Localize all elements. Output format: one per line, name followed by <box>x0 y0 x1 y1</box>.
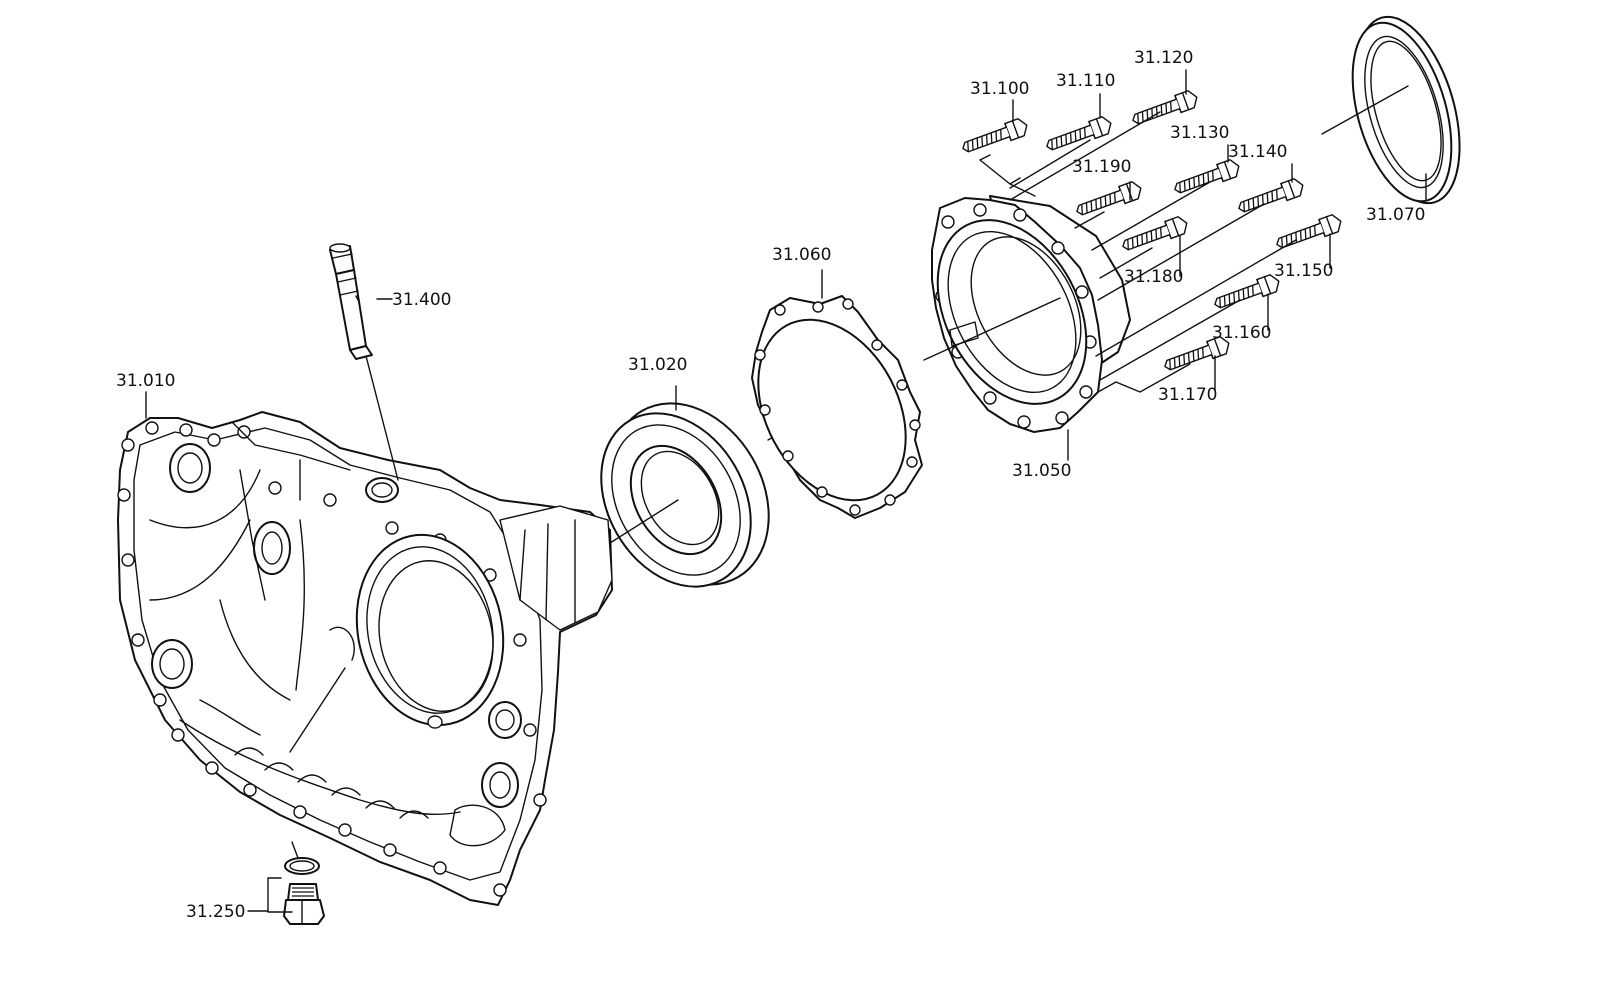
bearing-part <box>600 385 821 588</box>
housing-part <box>117 391 613 906</box>
sensor-shaft-part <box>329 243 399 481</box>
gasket-part <box>751 269 923 519</box>
label-31-250: 31.250 <box>186 902 245 922</box>
drain-plug-part <box>247 841 325 925</box>
label-31-190: 31.190 <box>1072 157 1131 177</box>
label-31-170: 31.170 <box>1158 385 1217 405</box>
label-31-100: 31.100 <box>970 79 1029 99</box>
bolt-31-110 <box>1043 114 1115 156</box>
label-31-060: 31.060 <box>772 245 831 265</box>
bolt-31-100 <box>959 116 1031 158</box>
label-31-010: 31.010 <box>116 371 175 391</box>
bolt-leaders <box>979 69 1331 393</box>
label-31-400: 31.400 <box>392 290 451 310</box>
label-31-180: 31.180 <box>1124 267 1183 287</box>
cover-part <box>923 195 1131 461</box>
label-31-110: 31.110 <box>1056 71 1115 91</box>
label-31-160: 31.160 <box>1212 323 1271 343</box>
label-31-140: 31.140 <box>1228 142 1287 162</box>
seal-ring-part <box>1321 15 1461 205</box>
bolt-31-140 <box>1235 176 1307 218</box>
label-31-020: 31.020 <box>628 355 687 375</box>
label-31-070: 31.070 <box>1366 205 1425 225</box>
part-labels: 31.010 31.400 31.250 31.020 31.060 31.05… <box>116 48 1425 922</box>
bolt-31-190 <box>1073 179 1145 221</box>
label-31-130: 31.130 <box>1170 123 1229 143</box>
bolt-31-130 <box>1171 157 1243 199</box>
label-31-150: 31.150 <box>1274 261 1333 281</box>
bolt-31-160 <box>1211 272 1283 314</box>
label-31-120: 31.120 <box>1134 48 1193 68</box>
label-31-050: 31.050 <box>1012 461 1071 481</box>
